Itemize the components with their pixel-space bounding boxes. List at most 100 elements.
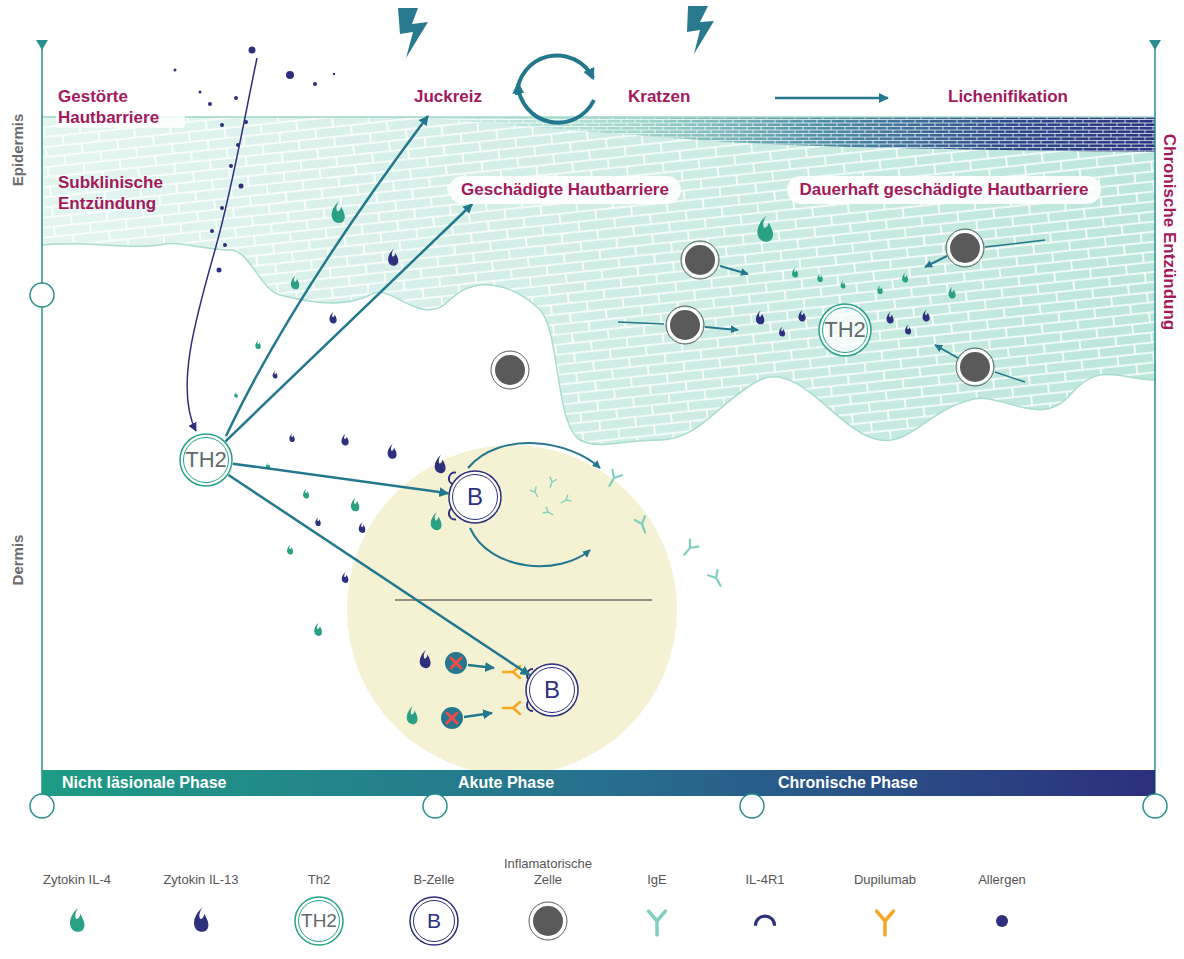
cell-ring bbox=[449, 471, 501, 523]
barrier-pill: Dauerhaft geschädigte Hautbarriere bbox=[787, 176, 1100, 204]
side-label: Chronische Entzündung bbox=[1159, 134, 1180, 330]
phase-bar bbox=[30, 770, 1167, 818]
b-cell-activation bbox=[435, 455, 446, 473]
barrier-signal bbox=[273, 249, 399, 379]
epidermis bbox=[42, 117, 1155, 444]
legend-text: Dupilumab bbox=[854, 872, 916, 888]
dermal-cytokines bbox=[289, 433, 294, 442]
th2-cell: TH2 bbox=[179, 433, 233, 487]
chronic-cytokines bbox=[902, 273, 908, 283]
allergen-entry bbox=[286, 71, 294, 79]
legend-icon bbox=[996, 915, 1008, 927]
b-cell-zone bbox=[347, 445, 677, 775]
allergen-entry bbox=[223, 243, 227, 247]
itch-signal bbox=[291, 275, 299, 289]
itch-scratch-cycle bbox=[398, 8, 428, 58]
phase-bar bbox=[30, 794, 54, 818]
cell-ring bbox=[819, 304, 871, 356]
symptom-label: Kratzen bbox=[628, 86, 690, 107]
dermal-cytokines bbox=[351, 497, 359, 511]
b-cell-activation bbox=[680, 540, 698, 559]
b-cell-activation bbox=[708, 570, 725, 589]
dermal-cytokines bbox=[359, 522, 366, 533]
dermal-cytokines bbox=[342, 433, 349, 445]
symptom-label: Lichenifikation bbox=[948, 86, 1068, 107]
legend-icon bbox=[295, 897, 343, 945]
b-cell-activation bbox=[470, 528, 590, 566]
dupilumab-block bbox=[420, 650, 431, 668]
allergen-entry bbox=[199, 91, 202, 94]
legend-item: B-Zelle bbox=[382, 830, 486, 888]
dermal-cytokines bbox=[315, 517, 320, 526]
chronic-cytokines bbox=[877, 285, 882, 294]
b-cell-activation bbox=[431, 443, 725, 588]
legend-text: Zytokin IL-4 bbox=[43, 872, 111, 888]
legend-text: IgE bbox=[647, 872, 667, 888]
allergen-entry bbox=[229, 164, 233, 168]
itch-scratch-cycle bbox=[775, 97, 888, 100]
phase-label: Chronische Phase bbox=[778, 770, 918, 796]
legend-text: Inflamatorische Zelle bbox=[496, 856, 600, 888]
legend-icon bbox=[194, 908, 208, 932]
barrier-pill: Geschädigte Hautbarriere bbox=[449, 176, 681, 204]
inflammatory-cells bbox=[935, 345, 958, 358]
inflammatory-cells bbox=[491, 351, 529, 389]
chronic-cytokines bbox=[799, 309, 806, 321]
legend-icon bbox=[755, 916, 774, 926]
inflammatory-cells bbox=[946, 229, 984, 267]
inflammatory-cells bbox=[491, 229, 1045, 389]
barrier-signal bbox=[330, 311, 337, 323]
dupilumab-block bbox=[441, 707, 463, 729]
legend-icon bbox=[299, 901, 340, 942]
axes bbox=[42, 116, 1155, 118]
itch-scratch-cycle bbox=[518, 84, 594, 123]
dermal-cytokines bbox=[266, 433, 397, 636]
th2-cell: TH2 bbox=[818, 303, 872, 357]
chronic-cytokines bbox=[779, 327, 785, 337]
cell-ring bbox=[180, 434, 232, 486]
axes bbox=[36, 40, 48, 50]
legend-item: Zytokin IL-4 bbox=[25, 830, 129, 888]
cell-ring bbox=[184, 438, 229, 483]
phase-bar bbox=[1143, 794, 1167, 818]
icon-label: B bbox=[427, 909, 441, 933]
allergen-entry bbox=[217, 268, 222, 273]
b-cell-activation bbox=[635, 516, 650, 534]
b-cell-activation bbox=[543, 507, 554, 517]
legend-icon bbox=[194, 908, 208, 932]
node-text: B bbox=[467, 484, 483, 510]
phase-bar bbox=[423, 794, 447, 818]
legend-item: Zytokin IL-13 bbox=[149, 830, 253, 888]
chronic-cytokines bbox=[757, 216, 773, 242]
legend-item: IL-4R1 bbox=[713, 830, 817, 888]
phase-bar bbox=[740, 794, 764, 818]
lichenification-band bbox=[420, 117, 1155, 152]
dupilumab-block bbox=[445, 652, 467, 674]
lichenification-band bbox=[420, 117, 1155, 152]
allergen-entry bbox=[208, 102, 212, 106]
legend-text: IL-4R1 bbox=[745, 872, 784, 888]
legend-text: Allergen bbox=[978, 872, 1026, 888]
dermal-cytokines bbox=[314, 623, 322, 636]
dermal-cytokines bbox=[342, 572, 349, 583]
dermal-cytokines bbox=[303, 489, 309, 499]
itch-signal bbox=[332, 201, 345, 223]
legend-icon bbox=[529, 902, 567, 940]
legend-text: B-Zelle bbox=[413, 872, 454, 888]
allergen-entry bbox=[249, 47, 256, 54]
dupilumab-block bbox=[503, 702, 520, 714]
layer-label: Epidermis bbox=[9, 114, 27, 187]
allergen-entry bbox=[220, 206, 224, 210]
itch-scratch-cycle bbox=[398, 6, 888, 123]
legend-icon bbox=[649, 911, 666, 935]
legend-icon bbox=[70, 908, 84, 932]
chronic-cytokines bbox=[841, 281, 846, 289]
axes bbox=[30, 283, 54, 307]
chronic-cytokines bbox=[817, 273, 822, 282]
legend-item: Th2 bbox=[267, 830, 371, 888]
epidermis bbox=[42, 117, 1155, 444]
legend-item: IgE bbox=[605, 830, 709, 888]
phase-bar bbox=[42, 770, 1155, 796]
